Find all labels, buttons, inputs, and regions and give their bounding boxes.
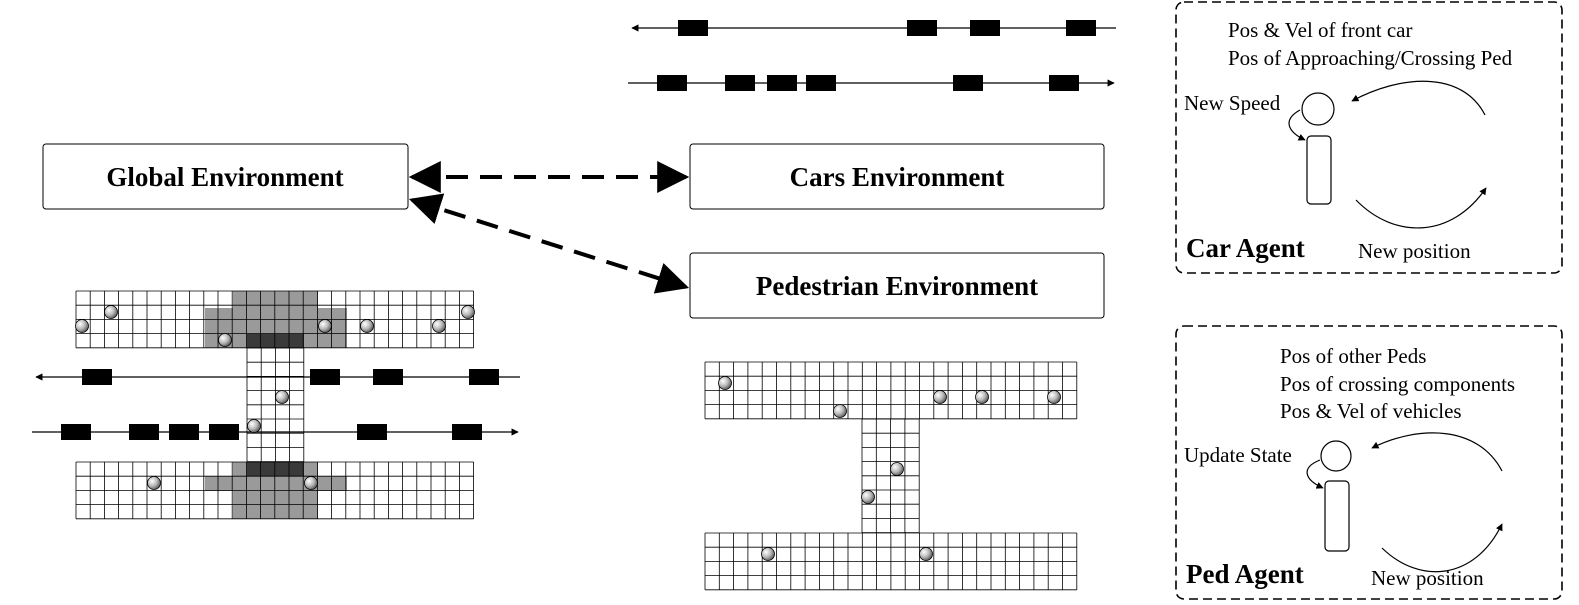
pedestrian-icon — [218, 333, 232, 347]
pedestrian-icon — [461, 305, 475, 319]
cars-road-illustration — [628, 20, 1116, 91]
pedestrian-icon — [247, 419, 261, 433]
ped-agent-panel: Pos of other Peds Pos of crossing compon… — [1175, 325, 1563, 600]
ped-crosswalk-grid — [861, 418, 920, 533]
pedestrian-icon — [275, 390, 289, 404]
cars-environment-label: Cars Environment — [790, 162, 1005, 192]
car-icon — [725, 75, 755, 91]
ped-agent-result-label: New position — [1371, 566, 1484, 590]
pedestrian-icon — [147, 476, 161, 490]
car-icon — [129, 424, 159, 440]
cars-environment-box: Cars Environment — [689, 143, 1105, 210]
car-icon — [953, 75, 983, 91]
car-agent-body-icon — [1306, 135, 1332, 205]
global-environment-box: Global Environment — [42, 143, 409, 210]
ped-agent-action-arrow — [1306, 459, 1324, 489]
car-icon — [61, 424, 91, 440]
ped-agent-result-arrow — [1381, 523, 1503, 573]
ped-agent-body-icon — [1324, 480, 1350, 552]
car-agent-result-label: New position — [1358, 239, 1471, 263]
pedestrian-environment-box: Pedestrian Environment — [689, 252, 1105, 319]
car-agent-title: Car Agent — [1186, 233, 1305, 263]
car-agent-action-label: New Speed — [1184, 91, 1281, 115]
pedestrian-icon — [861, 490, 875, 504]
pedestrian-environment-label: Pedestrian Environment — [756, 271, 1038, 301]
car-icon — [357, 424, 387, 440]
pedestrian-icon — [718, 376, 732, 390]
car-agent-input-2: Pos of Approaching/Crossing Ped — [1228, 46, 1513, 70]
ped-sidewalk-top-grid — [704, 361, 1078, 420]
car-icon — [1049, 75, 1079, 91]
car-icon — [767, 75, 797, 91]
car-agent-input-1: Pos & Vel of front car — [1228, 18, 1413, 42]
ped-agent-input-1: Pos of other Peds — [1280, 344, 1426, 368]
pedestrian-icon — [104, 305, 118, 319]
pedestrian-icon — [360, 319, 374, 333]
global-sidewalk-top-grid — [75, 290, 475, 349]
pedestrian-icon — [75, 319, 89, 333]
car-icon — [657, 75, 687, 91]
car-icon — [209, 424, 239, 440]
global-environment-illustration — [32, 290, 520, 520]
car-icon — [310, 369, 340, 385]
ped-agent-action-label: Update State — [1184, 443, 1292, 467]
pedestrian-grid-illustration — [704, 361, 1078, 591]
ped-sidewalk-bottom-grid — [704, 532, 1078, 591]
car-agent-action-arrow — [1288, 109, 1306, 141]
car-icon — [452, 424, 482, 440]
car-icon — [169, 424, 199, 440]
car-icon — [907, 20, 937, 36]
pedestrian-icon — [890, 462, 904, 476]
car-icon — [970, 20, 1000, 36]
ped-agent-perception-arrow — [1371, 432, 1503, 472]
pedestrian-icon — [432, 319, 446, 333]
pedestrian-icon — [304, 476, 318, 490]
global-crosswalk-grid — [246, 347, 305, 463]
car-icon — [469, 369, 499, 385]
car-agent-head-icon — [1301, 92, 1335, 126]
car-agent-result-arrow — [1355, 187, 1487, 229]
global-sidewalk-bottom-grid — [75, 461, 475, 520]
global-pedestrian-link-arrow — [408, 193, 690, 294]
pedestrian-icon — [833, 404, 847, 418]
pedestrian-icon — [933, 390, 947, 404]
car-icon — [806, 75, 836, 91]
pedestrian-icon — [761, 547, 775, 561]
pedestrian-icon — [1047, 390, 1061, 404]
pedestrian-icon — [318, 319, 332, 333]
ped-agent-title: Ped Agent — [1186, 559, 1304, 589]
ped-agent-input-2: Pos of crossing components — [1280, 372, 1515, 396]
ped-agent-input-3: Pos & Vel of vehicles — [1280, 399, 1462, 423]
car-agent-panel: Pos & Vel of front car Pos of Approachin… — [1175, 1, 1563, 274]
car-icon — [1066, 20, 1096, 36]
global-environment-label: Global Environment — [106, 162, 343, 192]
car-icon — [373, 369, 403, 385]
car-icon — [678, 20, 708, 36]
pedestrian-icon — [975, 390, 989, 404]
car-icon — [82, 369, 112, 385]
pedestrian-icon — [919, 547, 933, 561]
car-agent-perception-arrow — [1351, 80, 1486, 116]
ped-agent-head-icon — [1320, 440, 1352, 472]
